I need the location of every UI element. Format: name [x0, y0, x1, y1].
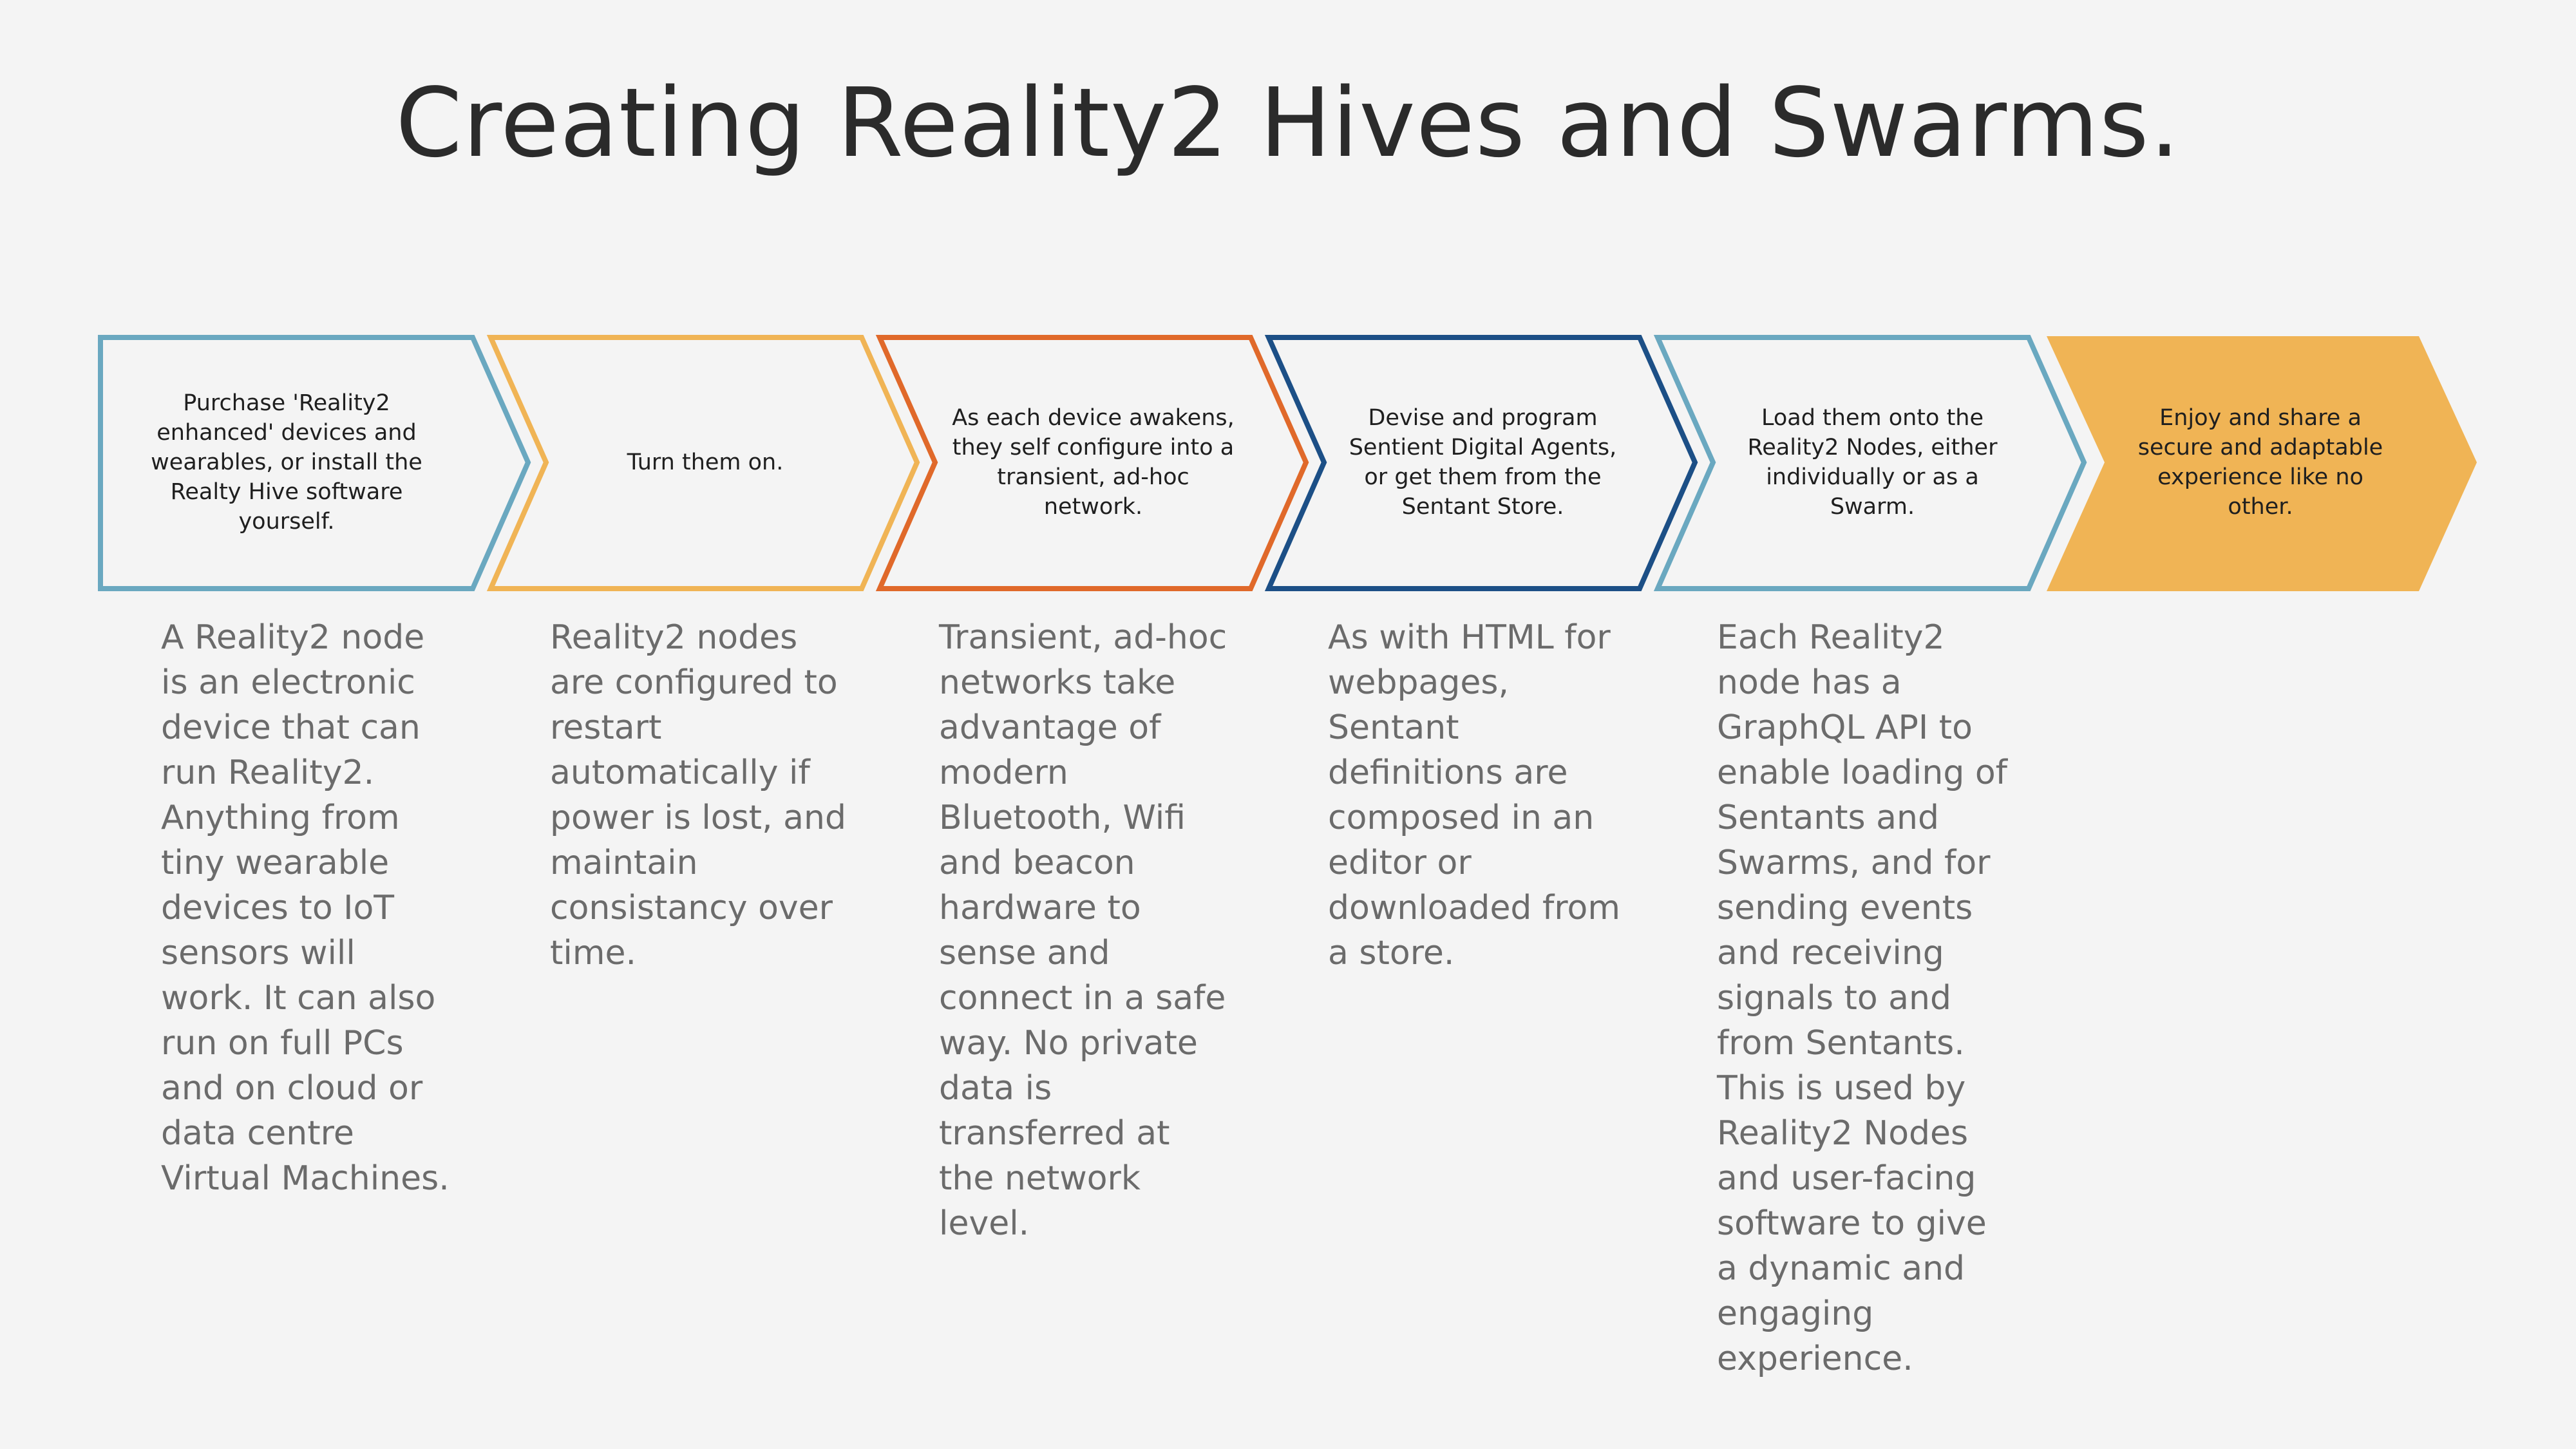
step-3-description: Transient, ad-hoc networks take advantag…: [939, 618, 1227, 1243]
chevron-step-5: [1653, 335, 2087, 591]
chevron-step-4: [1264, 335, 1698, 591]
step-2-description: Reality2 nodes are configured to restart…: [550, 618, 846, 972]
chevron-step-3: [875, 335, 1309, 591]
chevron-step-6: [2047, 336, 2477, 591]
step-3-label: As each device awakens, they self config…: [952, 405, 1235, 520]
chevron-step-1: [98, 335, 531, 591]
step-5-description: Each Reality2 node has a GraphQL API to …: [1717, 618, 2007, 1378]
step-1-label: Purchase 'Reality2 enhanced' devices and…: [151, 390, 422, 535]
step-6-label: Enjoy and share a secure and adaptable e…: [2137, 405, 2383, 520]
step-4-label: Devise and program Sentient Digital Agen…: [1349, 405, 1617, 520]
step-5-label: Load them onto the Reality2 Nodes, eithe…: [1747, 405, 1998, 520]
step-2-label: Turn them on.: [627, 450, 784, 475]
chevron-step-2: [486, 335, 920, 591]
slide-title: Creating Reality2 Hives and Swarms.: [395, 68, 2181, 178]
step-1-description: A Reality2 node is an electronic device …: [161, 618, 450, 1198]
step-4-description: As with HTML for webpages, Sentant defin…: [1328, 618, 1620, 972]
